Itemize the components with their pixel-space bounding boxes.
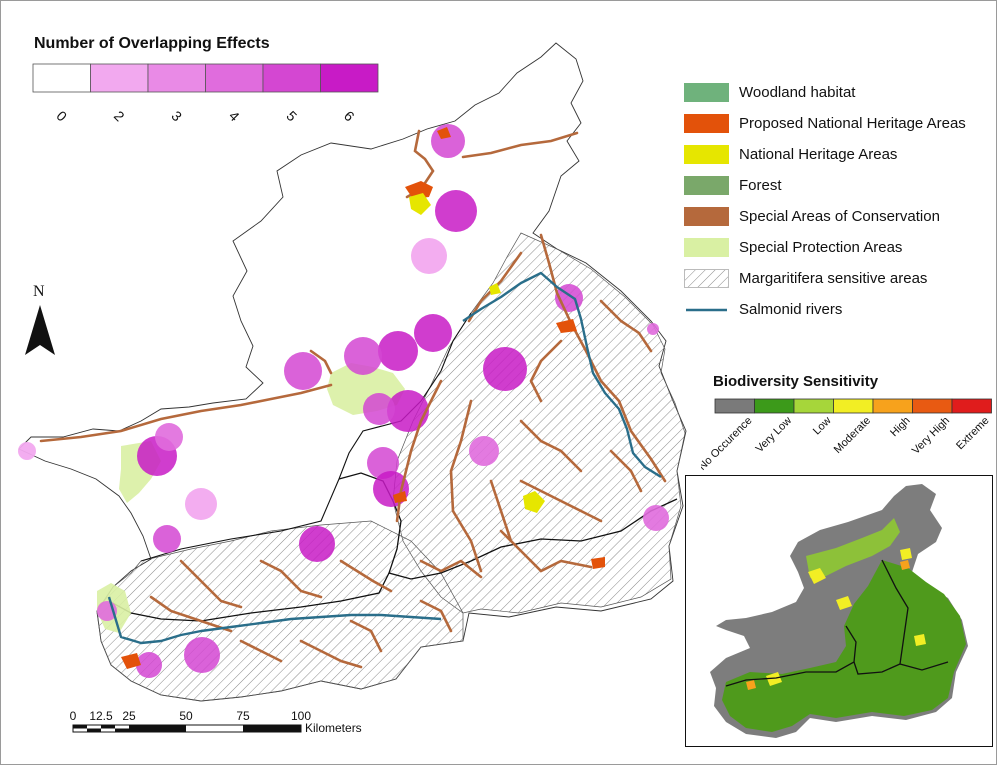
margaritifera-area-east [392,232,686,614]
overlap-label-4: 4 [226,108,243,125]
overlap-label-3: 3 [168,108,185,125]
bio-swatch-very-high [912,398,953,414]
inset-high-patches [746,560,910,690]
bio-label-low: Low [811,415,834,438]
inset-map [685,475,993,747]
scale-bar: 0 12.5 25 50 75 100 Kilometers [70,709,362,735]
legend-row-margaritifera: Margaritifera sensitive areas [684,267,927,289]
scale-tick-12.5: 12.5 [89,709,113,723]
river-line [686,308,727,311]
forest-swatch [684,175,729,195]
legend-label-pnha: Proposed National Heritage Areas [739,114,966,132]
legend-row-woodland: Woodland habitat [684,81,855,103]
biodiversity-title: Biodiversity Sensitivity [713,373,879,390]
legend-label-forest: Forest [739,176,782,194]
overlap-swatch-4 [205,63,264,93]
overlap-buffers [18,124,669,678]
bio-label-extreme: Extreme [954,415,991,452]
scale-tick-75: 75 [236,709,250,723]
legend-label-spa: Special Protection Areas [739,238,903,256]
scale-tick-0: 0 [70,709,77,723]
bio-label-moderate: Moderate [832,415,873,456]
inset-boundaries [725,559,949,687]
county-boundary-3 [140,312,472,562]
sac-swatch [684,206,729,226]
bio-swatch-no-occurence [714,398,755,414]
bio-swatch-moderate [833,398,874,414]
inset-moderate-patches [766,548,926,686]
north-arrow-icon [25,305,55,355]
inset-sensitivity-map [710,484,968,738]
spa-swatch [684,237,729,257]
legend-row-forest: Forest [684,174,782,196]
overlap-label-6: 6 [341,108,358,125]
overlap-swatch-3 [147,63,206,93]
north-label: N [33,283,45,300]
legend-row-salmonid: Salmonid rivers [684,298,842,320]
inset-low-area [806,518,900,578]
scale-tick-100: 100 [291,709,311,723]
overlap-legend-title: Number of Overlapping Effects [34,35,270,52]
bio-label-high: High [888,415,912,439]
woodland-swatch [684,82,729,102]
bio-label-very-low: Very Low [754,415,795,456]
legend-row-nha: National Heritage Areas [684,143,897,165]
scale-tick-50: 50 [179,709,193,723]
bio-swatch-low [793,398,834,414]
legend-label-margaritifera: Margaritifera sensitive areas [739,269,928,287]
legend-row-spa: Special Protection Areas [684,236,902,258]
overlap-swatch-0 [32,63,91,93]
bio-swatch-high [872,398,913,414]
bio-swatch-very-low [754,398,795,414]
bio-label-no-occurence: No Occurence [701,415,755,473]
overlap-label-2: 2 [111,108,128,125]
legend-row-sac: Special Areas of Conservation [684,205,940,227]
hatch-swatch [684,268,729,288]
salmonid-rivers [107,271,662,645]
nha-swatch [684,144,729,164]
legend-label-salmonid: Salmonid rivers [739,300,843,318]
legend-label-sac: Special Areas of Conservation [739,207,940,225]
legend-row-pnha: Proposed National Heritage Areas [684,112,966,134]
overlap-swatch-5 [262,63,321,93]
pnha-swatch [684,113,729,133]
proposed-national-heritage-areas [121,127,605,669]
overlap-swatch-6 [320,63,379,93]
bio-swatch-extreme [951,398,992,414]
bio-label-very-high: Very High [910,415,952,457]
north-arrow: N [23,283,63,363]
scale-unit: Kilometers [305,721,362,735]
overlap-legend: 0 2 3 4 5 6 [32,63,379,125]
overlap-label-5: 5 [283,108,300,125]
legend-label-nha: National Heritage Areas [739,145,898,163]
national-heritage-areas [409,193,545,513]
county-boundary-2 [108,572,390,622]
scale-tick-25: 25 [122,709,136,723]
legend-label-woodland: Woodland habitat [739,83,856,101]
overlap-label-0: 0 [53,108,70,125]
overlap-swatch-2 [90,63,149,93]
